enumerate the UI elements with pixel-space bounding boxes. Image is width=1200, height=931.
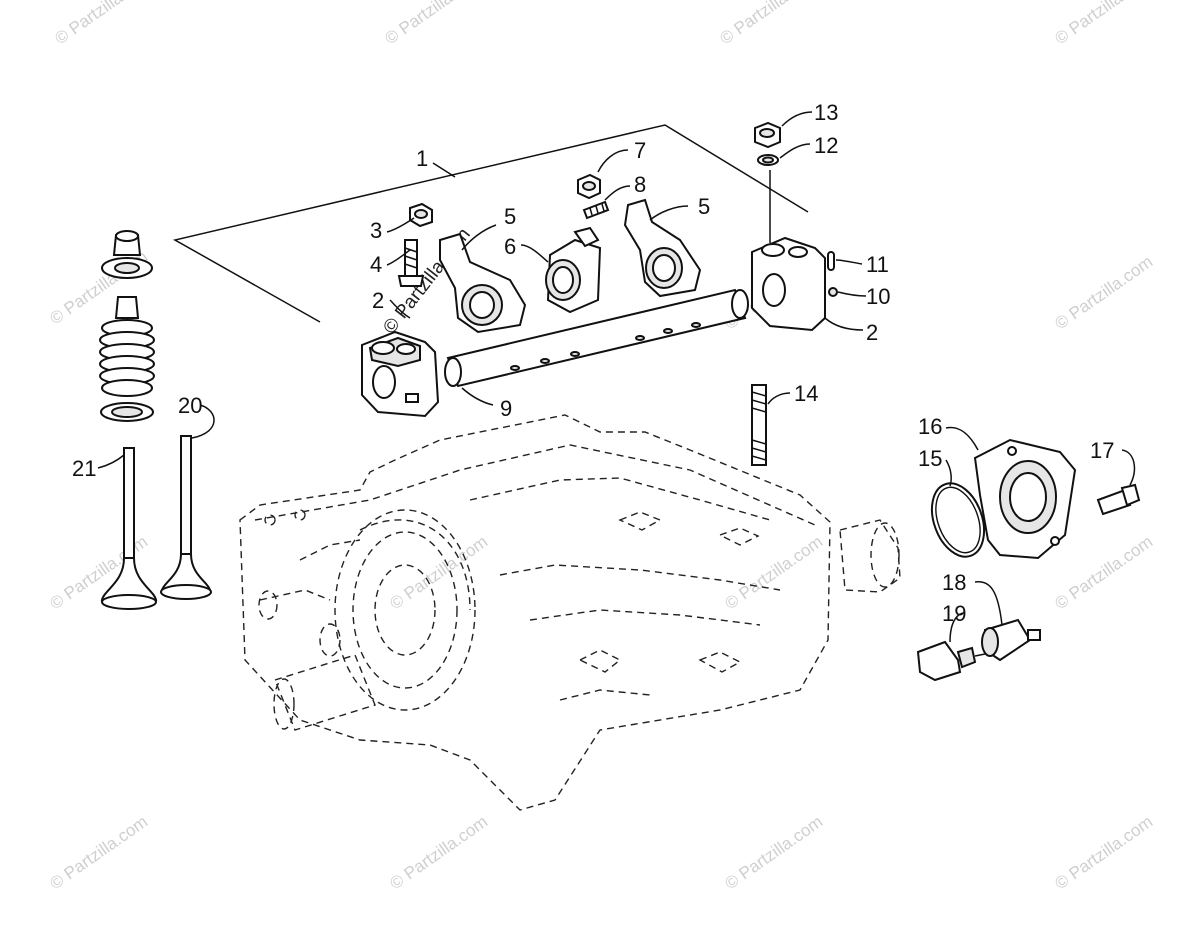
callout-18: 18 — [942, 570, 966, 595]
watermark: © Partzilla.com — [386, 532, 491, 613]
o-ring-part[interactable] — [922, 476, 993, 564]
callout-20: 20 — [178, 393, 202, 418]
watermark: © Partzilla.com — [716, 0, 821, 48]
rocker-assembly-bracket — [172, 124, 809, 323]
callout-9: 9 — [500, 396, 512, 421]
ball-part[interactable] — [828, 287, 838, 297]
watermark-layer: © Partzilla.com © Partzilla.com © Partzi… — [46, 0, 1156, 893]
callout-16: 16 — [918, 414, 942, 439]
stud-part[interactable] — [751, 384, 767, 466]
adjuster-screw-part[interactable] — [582, 200, 610, 220]
watermark: © Partzilla.com — [381, 0, 486, 48]
watermark: © Partzilla.com — [1051, 532, 1156, 613]
callout-5-right: 5 — [698, 194, 710, 219]
callout-6: 6 — [504, 234, 516, 259]
thermostat-cover[interactable] — [973, 438, 1077, 560]
washer-part[interactable] — [757, 154, 779, 166]
watermark: © Partzilla.com — [1051, 252, 1156, 333]
temperature-sensor[interactable] — [981, 618, 1041, 662]
cap-nut-part[interactable] — [754, 121, 781, 149]
callout-1: 1 — [416, 146, 428, 171]
rocker-holder-left[interactable] — [361, 330, 440, 418]
watermark: © Partzilla.com — [721, 812, 826, 893]
callout-7: 7 — [634, 138, 646, 163]
callout-15: 15 — [918, 446, 942, 471]
callout-2-left: 2 — [372, 288, 384, 313]
rocker-holder-right[interactable] — [751, 170, 826, 332]
pin-part[interactable] — [827, 251, 835, 271]
callout-8: 8 — [634, 172, 646, 197]
callout-3: 3 — [370, 218, 382, 243]
callout-5-left: 5 — [504, 204, 516, 229]
nut-part[interactable] — [409, 202, 433, 228]
callout-4: 4 — [370, 252, 382, 277]
callout-2-right: 2 — [866, 320, 878, 345]
flange-bolt-part[interactable] — [1096, 483, 1141, 516]
callout-19: 19 — [942, 601, 966, 626]
rocker-shaft[interactable] — [444, 288, 749, 388]
exhaust-valve[interactable] — [100, 447, 158, 610]
watermark: © Partzilla.com — [46, 812, 151, 893]
rocker-arm-left[interactable] — [439, 232, 527, 334]
rocker-arm-center[interactable] — [545, 226, 602, 314]
callout-13: 13 — [814, 100, 838, 125]
callout-labels: 1 2 2 3 4 5 5 6 7 8 9 10 11 12 13 14 15 … — [72, 100, 1114, 626]
pressure-switch[interactable] — [916, 640, 986, 682]
intake-valve[interactable] — [160, 435, 212, 600]
leader-lines — [97, 111, 1136, 643]
watermark: © Partzilla.com — [386, 812, 491, 893]
callout-14: 14 — [794, 381, 818, 406]
cylinder-head[interactable] — [239, 414, 901, 811]
rocker-arm-right[interactable] — [623, 198, 702, 298]
callout-11: 11 — [866, 252, 889, 277]
callout-21: 21 — [72, 456, 96, 481]
watermark: © Partzilla.com — [1051, 0, 1156, 48]
valve-spring-stack[interactable] — [99, 230, 155, 422]
callout-17: 17 — [1090, 438, 1114, 463]
callout-12: 12 — [814, 133, 838, 158]
callout-10: 10 — [866, 284, 890, 309]
watermark: © Partzilla.com — [51, 0, 156, 48]
lock-nut-part[interactable] — [577, 173, 601, 200]
bolt-part[interactable] — [397, 239, 425, 287]
watermark: © Partzilla.com — [1051, 812, 1156, 893]
